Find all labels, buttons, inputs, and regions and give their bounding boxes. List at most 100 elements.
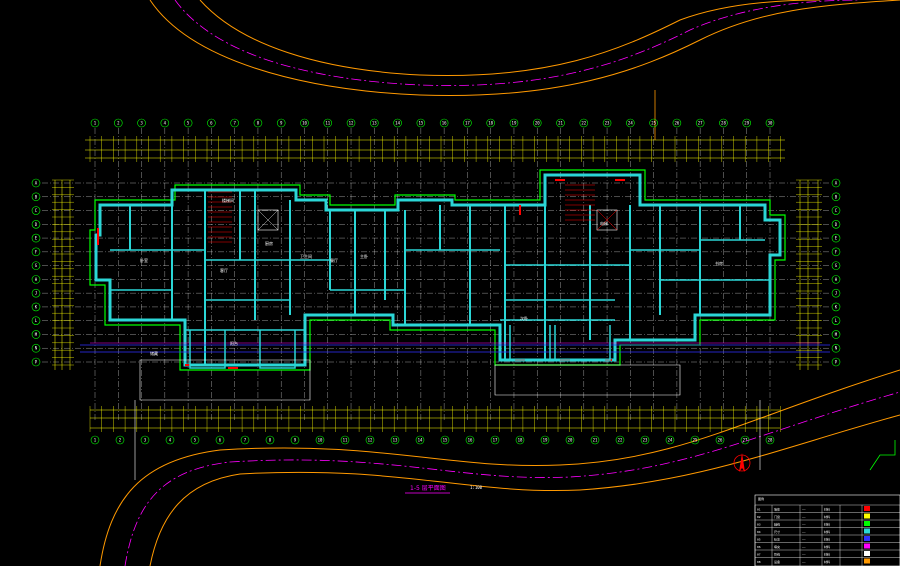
- axis-label-bottom: 19: [543, 438, 548, 443]
- axis-label-top: 8: [257, 121, 260, 126]
- legend-cell: 07: [757, 553, 761, 557]
- axis-label-right: A: [835, 181, 838, 186]
- axis-label-bottom: 6: [219, 438, 222, 443]
- axis-bubble-top: [463, 118, 472, 128]
- axis-bubble-top: [393, 118, 402, 128]
- axis-bubble-bottom: [190, 435, 200, 445]
- axis-bubble-left: [31, 275, 41, 284]
- axis-label-bottom: 28: [768, 438, 773, 443]
- axis-bubble-bottom: [515, 435, 525, 445]
- axis-bubble-bottom: [590, 435, 600, 445]
- axis-label-bottom: 18: [518, 438, 523, 443]
- axis-bubble-top: [695, 118, 705, 128]
- axis-bubble-right: [831, 261, 841, 270]
- axis-label-top: 16: [442, 121, 447, 126]
- axis-label-left: J: [35, 291, 37, 296]
- axis-bubble-bottom: [90, 435, 100, 445]
- axis-bubble-right: [831, 178, 841, 188]
- axis-label-top: 4: [164, 121, 167, 126]
- axis-bubble-top: [160, 118, 170, 128]
- room-label: 卧室: [140, 257, 148, 263]
- room-label: 主卧: [360, 253, 368, 259]
- axis-bubble-bottom: [465, 435, 475, 445]
- legend-cell: 墙体: [774, 507, 780, 512]
- axis-label-right: G: [835, 263, 838, 268]
- axis-label-bottom: 1: [94, 438, 97, 443]
- axis-label-right: P: [835, 360, 838, 365]
- drawing-title: 1-5 层平面图 1:100: [405, 485, 483, 494]
- legend-cell: 材料: [824, 559, 830, 564]
- axis-bubble-top: [742, 118, 752, 128]
- axis-label-right: B: [835, 194, 838, 199]
- axis-bubble-bottom: [390, 435, 400, 445]
- axis-bubble-right: [831, 247, 841, 257]
- axis-label-top: 13: [372, 121, 377, 126]
- legend-cell: 材料: [824, 529, 830, 534]
- legend-cell: 08: [757, 560, 761, 564]
- axis-bubble-top: [579, 118, 589, 128]
- room-label: 阳台: [230, 340, 238, 346]
- legend-cell: 04: [757, 530, 761, 534]
- axis-bubble-left: [31, 343, 41, 353]
- drawing-title-text: 1-5 层平面图: [410, 485, 446, 492]
- legend-cell: 05: [757, 538, 761, 542]
- axis-bubble-bottom: [215, 435, 225, 445]
- axis-label-top: 19: [512, 121, 517, 126]
- axis-label-top: 10: [302, 121, 307, 126]
- room-label: 卫生间: [300, 253, 312, 259]
- axis-label-top: 20: [535, 121, 540, 126]
- axis-bubble-left: [31, 247, 41, 257]
- axis-label-right: H: [835, 277, 838, 282]
- axis-bubble-bottom: [740, 435, 750, 445]
- axis-label-top: 28: [721, 121, 726, 126]
- axis-label-left: A: [35, 181, 38, 186]
- axis-bubble-left: [31, 220, 41, 229]
- axis-label-top: 12: [349, 121, 354, 126]
- legend-cell: 材料: [824, 552, 830, 557]
- axis-bubble-top: [300, 118, 309, 128]
- axis-bubble-right: [831, 302, 841, 312]
- room-label: 书房: [715, 260, 723, 266]
- axis-bubble-bottom: [265, 435, 275, 445]
- legend-cell: 尺寸: [774, 529, 780, 534]
- axis-label-top: 22: [581, 121, 586, 126]
- axis-bubble-bottom: [615, 435, 625, 445]
- legend-cell: 材料: [824, 507, 830, 512]
- axis-bubble-bottom: [715, 435, 725, 445]
- axis-bubble-left: [31, 233, 41, 243]
- axis-bubble-left: [31, 288, 41, 298]
- legend-cell: 01: [757, 508, 761, 512]
- axis-bubble-top: [346, 118, 356, 128]
- legend-cell: ——: [802, 530, 806, 534]
- axis-bubble-bottom: [165, 435, 175, 445]
- room-label: 次卧: [520, 315, 528, 321]
- legend-cell: ——: [802, 553, 806, 557]
- legend-cell: ——: [802, 515, 806, 519]
- axis-bubble-right: [831, 357, 841, 367]
- legend-cell: 标注: [774, 537, 780, 542]
- axis-bubble-bottom: [665, 435, 675, 445]
- axis-bubble-right: [831, 330, 841, 339]
- axis-bubble-top: [439, 118, 449, 128]
- axis-bubble-top: [486, 118, 495, 128]
- legend-cell: ——: [802, 538, 806, 542]
- drawing-scale-text: 1:100: [470, 485, 483, 490]
- axis-bubble-bottom: [115, 435, 125, 445]
- axis-label-top: 9: [280, 121, 283, 126]
- axis-label-right: F: [835, 249, 838, 254]
- legend-cell: 轴线: [774, 522, 780, 527]
- axis-bubble-top: [207, 118, 216, 128]
- axis-label-bottom: 25: [693, 438, 698, 443]
- north-arrow-icon: [733, 453, 751, 472]
- axis-label-right: C: [835, 208, 838, 213]
- legend-cell: 材料: [824, 544, 830, 549]
- legend-cell: 材料: [824, 514, 830, 519]
- axis-bubble-bottom: [540, 435, 550, 445]
- axis-label-top: 26: [674, 121, 679, 126]
- axis-bubble-right: [831, 288, 841, 298]
- axis-bubble-left: [31, 178, 41, 188]
- site-road-top: [149, 0, 900, 140]
